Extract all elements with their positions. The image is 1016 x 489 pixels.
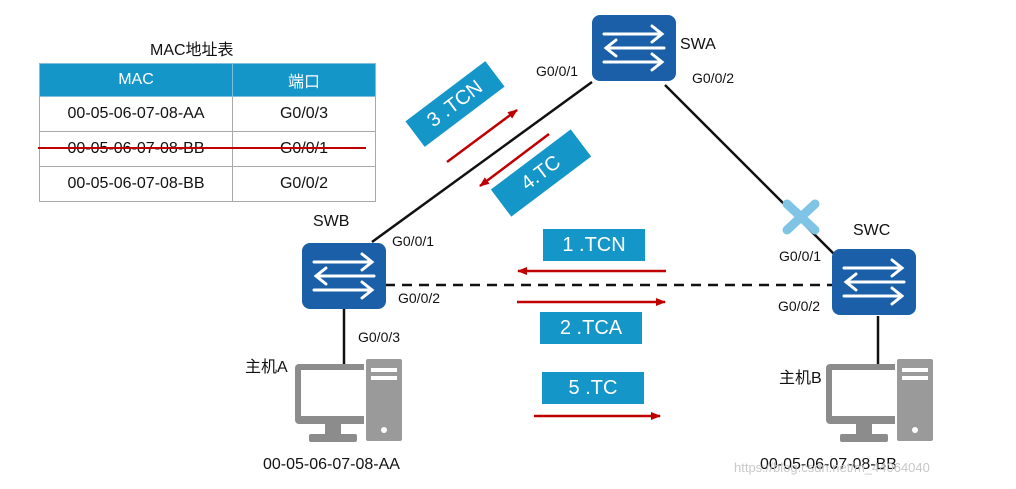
switch-icon-swa[interactable] (590, 13, 678, 83)
mac-cell: 00-05-06-07-08-BB (39, 131, 233, 167)
port-column-header: 端口 (232, 63, 376, 97)
table-row-struck: 00-05-06-07-08-BB G0/0/1 (39, 131, 376, 167)
message-box-5-tc: 5 .TC (542, 372, 644, 404)
port-label-swb-g001: G0/0/1 (392, 233, 435, 249)
switch-icon-swb[interactable] (300, 241, 388, 311)
mac-table-header-row: MAC 端口 (39, 63, 376, 97)
port-label-swa-g001: G0/0/1 (536, 63, 579, 79)
table-row: 00-05-06-07-08-AA G0/0/3 (39, 96, 376, 132)
device-label-swb: SWB (313, 213, 350, 230)
blocked-port-x-icon (782, 199, 820, 235)
port-cell: G0/0/3 (232, 96, 376, 132)
port-label-swc-g001: G0/0/1 (779, 248, 822, 264)
computer-icon-host-a[interactable] (294, 357, 404, 443)
port-label-swa-g002: G0/0/2 (692, 70, 735, 86)
table-row: 00-05-06-07-08-BB G0/0/2 (39, 166, 376, 202)
mac-cell: 00-05-06-07-08-BB (39, 166, 233, 202)
switch-icon-swc[interactable] (830, 247, 918, 317)
mac-column-header: MAC (39, 63, 233, 97)
message-box-1-tcn: 1 .TCN (543, 229, 645, 261)
port-label-swb-g002: G0/0/2 (398, 290, 441, 306)
link-swa-swb (371, 80, 593, 244)
device-label-swc: SWC (853, 222, 891, 239)
port-cell: G0/0/2 (232, 166, 376, 202)
mac-cell: 00-05-06-07-08-AA (39, 96, 233, 132)
strikethrough-line (38, 147, 366, 149)
device-label-host-b: 主机B (779, 370, 822, 387)
device-label-swa: SWA (680, 36, 716, 53)
computer-icon-host-b[interactable] (825, 357, 935, 443)
port-cell: G0/0/1 (232, 131, 376, 167)
port-label-swc-g002: G0/0/2 (778, 298, 821, 314)
mac-table: MAC 端口 00-05-06-07-08-AA G0/0/3 00-05-06… (39, 63, 376, 202)
host-b-mac-label: 00-05-06-07-08-BB (760, 456, 897, 473)
message-box-2-tca: 2 .TCA (540, 312, 642, 344)
arrow-icon-tc-swa-to-swb (479, 133, 550, 187)
port-label-swb-g003: G0/0/3 (358, 329, 401, 345)
arrow-icon-tcn-swb-to-swa (446, 108, 518, 164)
device-label-host-a: 主机A (245, 359, 288, 376)
watermark: https://blog.csdn.net/m_44064040 (734, 460, 930, 475)
mac-table-title: MAC地址表 (150, 42, 234, 59)
host-a-mac-label: 00-05-06-07-08-AA (263, 456, 400, 473)
